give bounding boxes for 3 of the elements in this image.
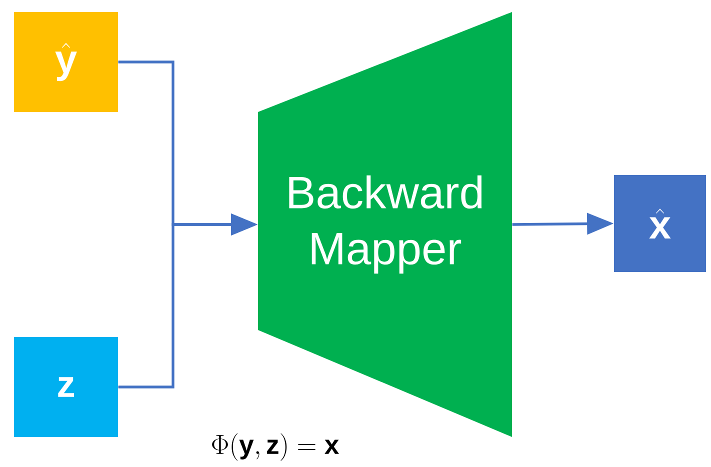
square-box: $\hat{\mathbf{x}}$ <box>614 175 706 272</box>
square-box: z <box>14 337 118 437</box>
square-box: $\hat{\mathbf{y}}$ <box>14 12 118 112</box>
